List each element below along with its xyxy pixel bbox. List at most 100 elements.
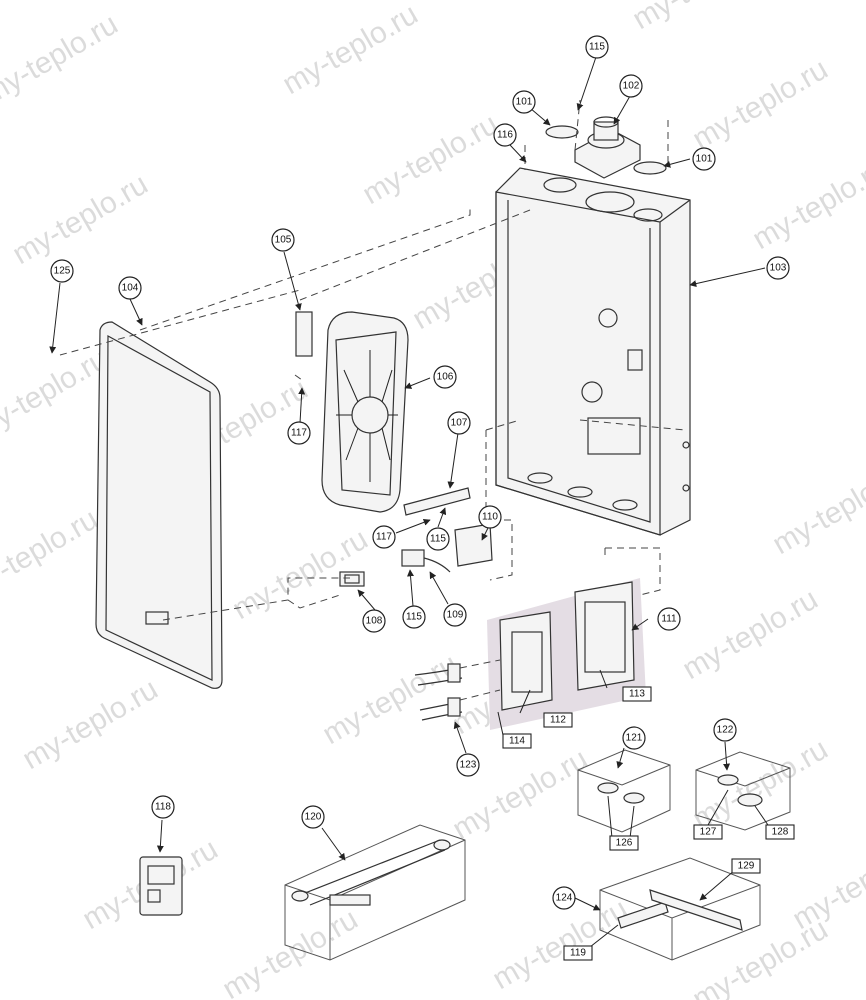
box-label-frame bbox=[502, 733, 532, 749]
watermark-text: my-teplo.ru bbox=[17, 672, 163, 776]
callout-circle bbox=[478, 505, 502, 529]
callout-number: 115 bbox=[589, 42, 605, 53]
box-label-number: 119 bbox=[570, 948, 586, 959]
callout-number: 101 bbox=[696, 154, 713, 165]
callout-circle bbox=[50, 259, 74, 283]
watermark-text: my-teplo.ru bbox=[317, 647, 463, 751]
callout-circle bbox=[443, 603, 467, 627]
watermark-text: my-teplo.ru bbox=[747, 152, 866, 256]
part-box-label: 113 bbox=[622, 686, 652, 702]
callout-number: 101 bbox=[516, 97, 533, 108]
part-callout: 115 bbox=[402, 605, 426, 629]
box-label-frame bbox=[693, 824, 723, 840]
callout-number: 125 bbox=[54, 266, 71, 277]
part-callout: 125 bbox=[50, 259, 74, 283]
part-callout: 124 bbox=[552, 886, 576, 910]
watermark-text: my-teplo.ru bbox=[277, 0, 423, 101]
part-callout: 116 bbox=[493, 123, 517, 147]
part-callout: 115 bbox=[426, 527, 450, 551]
part-callout: 123 bbox=[456, 753, 480, 777]
callout-circle bbox=[151, 795, 175, 819]
watermark-text: my-teplo.ru bbox=[217, 902, 363, 1000]
box-label-number: 113 bbox=[629, 689, 645, 700]
callout-circle bbox=[433, 365, 457, 389]
box-label-number: 114 bbox=[509, 736, 525, 747]
callout-number: 118 bbox=[155, 802, 171, 813]
expansion-vessel bbox=[295, 311, 409, 513]
callout-number: 108 bbox=[366, 616, 383, 627]
callout-circle bbox=[619, 74, 643, 98]
part-callout: 118 bbox=[151, 795, 175, 819]
callout-number: 111 bbox=[661, 614, 677, 625]
box-label-number: 127 bbox=[700, 827, 717, 838]
part-callout: 111 bbox=[657, 607, 681, 631]
leader-lines bbox=[49, 56, 771, 948]
watermark-text: my-teplo.ru bbox=[0, 502, 103, 606]
callout-circle bbox=[447, 411, 471, 435]
wiring-harness bbox=[414, 663, 463, 721]
callout-number: 103 bbox=[770, 263, 787, 274]
part-callout: 108 bbox=[362, 609, 386, 633]
callout-circle bbox=[552, 886, 576, 910]
callout-number: 106 bbox=[437, 372, 454, 383]
watermark-text: my-teplo.ru bbox=[627, 0, 773, 36]
room-controller bbox=[139, 856, 183, 916]
callout-circle bbox=[426, 527, 450, 551]
callout-number: 122 bbox=[717, 725, 734, 736]
part-box-label: 119 bbox=[563, 945, 593, 961]
callout-circle bbox=[713, 718, 737, 742]
callout-circle bbox=[622, 726, 646, 750]
watermark-text: my-teplo.ru bbox=[687, 732, 833, 836]
callout-number: 115 bbox=[430, 534, 446, 545]
box-label-frame bbox=[563, 945, 593, 961]
part-callout: 101 bbox=[512, 90, 536, 114]
box-label-frame bbox=[609, 835, 639, 851]
part-box-label: 126 bbox=[609, 835, 639, 851]
callout-layer: 1011011021031041051061071081091101111151… bbox=[50, 35, 790, 910]
callout-circle bbox=[657, 607, 681, 631]
callout-circle bbox=[766, 256, 790, 280]
watermark-text: my-teplo.ru bbox=[687, 52, 833, 156]
callout-circle bbox=[585, 35, 609, 59]
box-label-frame bbox=[731, 858, 761, 874]
callout-circle bbox=[287, 421, 311, 445]
callout-number: 110 bbox=[482, 512, 498, 523]
front-cover bbox=[95, 321, 223, 689]
callout-number: 107 bbox=[451, 418, 468, 429]
callout-circle bbox=[271, 228, 295, 252]
callout-number: 117 bbox=[291, 428, 307, 439]
box-label-number: 128 bbox=[772, 827, 789, 838]
part-callout: 110 bbox=[478, 505, 502, 529]
part-box-label: 128 bbox=[765, 824, 795, 840]
watermark-text: my-teplo.ru bbox=[677, 582, 823, 686]
part-callout: 117 bbox=[287, 421, 311, 445]
callout-circle bbox=[301, 805, 325, 829]
callout-number: 105 bbox=[275, 235, 292, 246]
box-label-number: 126 bbox=[616, 838, 633, 849]
part-callout: 107 bbox=[447, 411, 471, 435]
watermark-text: my-teplo.ru bbox=[7, 167, 153, 271]
part-callout: 122 bbox=[713, 718, 737, 742]
callout-number: 115 bbox=[406, 612, 422, 623]
watermark-text: my-teplo.ru bbox=[0, 342, 113, 446]
callout-number: 124 bbox=[556, 893, 573, 904]
box-label-number: 112 bbox=[550, 715, 566, 726]
part-callout: 117 bbox=[372, 525, 396, 549]
part-box-label: 114 bbox=[502, 733, 532, 749]
watermark-text: my-teplo.ru bbox=[687, 912, 833, 1000]
top-fittings bbox=[545, 116, 667, 179]
part-box-label: 127 bbox=[693, 824, 723, 840]
part-callout: 101 bbox=[692, 147, 716, 171]
callout-number: 117 bbox=[376, 532, 392, 543]
box-label-layer: 112 113 114 119 126 127 128 129 bbox=[502, 686, 795, 961]
part-box-label: 129 bbox=[731, 858, 761, 874]
callout-circle bbox=[402, 605, 426, 629]
kit-box-122 bbox=[695, 751, 791, 831]
callout-number: 109 bbox=[447, 610, 464, 621]
callout-circle bbox=[118, 276, 142, 300]
watermark-text: my-teplo.ru bbox=[787, 832, 866, 936]
part-callout: 103 bbox=[766, 256, 790, 280]
callout-number: 102 bbox=[623, 81, 640, 92]
boiler-casing bbox=[495, 167, 691, 536]
